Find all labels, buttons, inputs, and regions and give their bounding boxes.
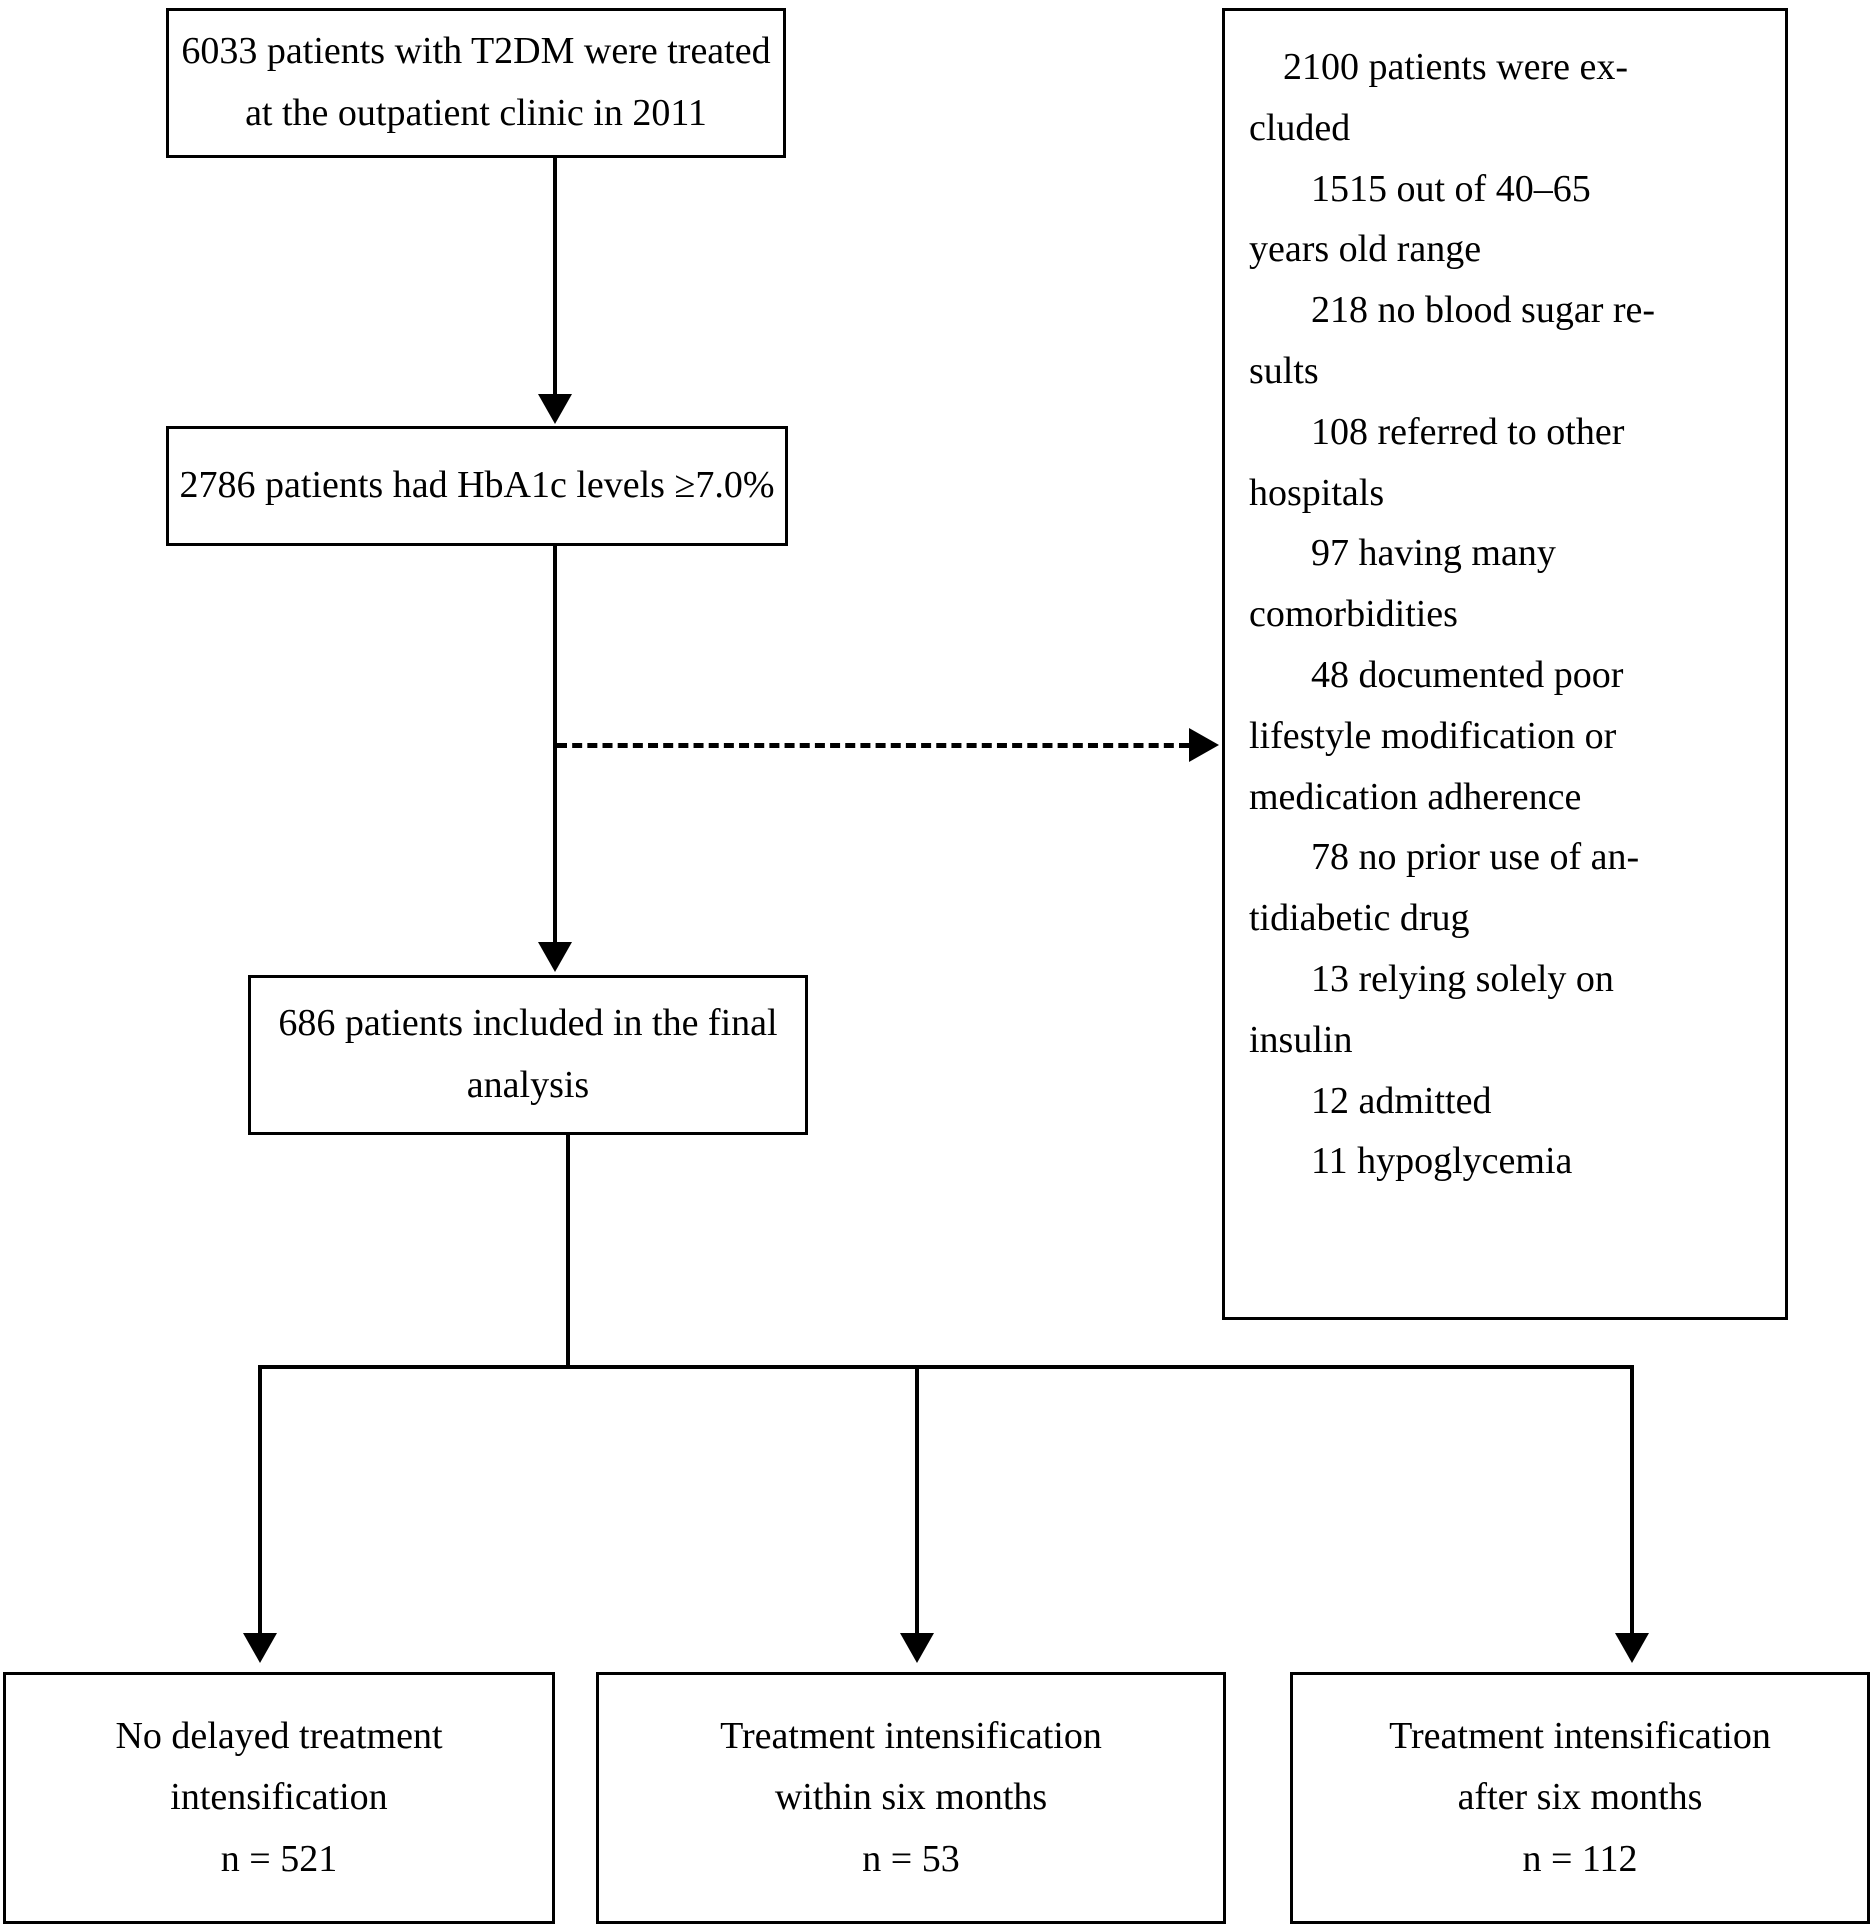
exclusion-item-6-line-2: tidiabetic drug [1249, 897, 1470, 940]
box-within-line-2: within six months [774, 1776, 1048, 1819]
exclusion-item-1-line-1: 1515 out of 40–65 [1311, 167, 1591, 210]
exclusion-item-6-line-1: 78 no prior use of an- [1311, 836, 1640, 879]
connector-source-to-hba1c-line [553, 158, 557, 396]
box-source-line-2: at the outpatient clinic in 2011 [245, 92, 707, 134]
connector-exclusions-dashed-line [557, 743, 1189, 748]
box-treatment-intensification-within-six-months: Treatment intensification within six mon… [596, 1672, 1226, 1924]
box-hba1c-eligible: 2786 patients had HbA1c levels ≥7.0% [166, 426, 788, 546]
box-after-line-2: after six months [1457, 1776, 1703, 1819]
connector-branch-middle-line [915, 1365, 919, 1635]
exclusion-heading-line-2: cluded [1249, 106, 1351, 149]
box-after-line-1: Treatment intensification [1389, 1714, 1771, 1757]
box-after-count: n = 112 [1522, 1837, 1638, 1880]
exclusion-item-4-line-1: 97 having many [1311, 532, 1556, 575]
exclusion-item-5-line-1: 48 documented poor [1311, 653, 1624, 696]
connector-branch-left-arrowhead [243, 1633, 277, 1663]
box-no-delayed-treatment-intensification: No delayed treatment intensification n =… [3, 1672, 555, 1924]
box-hba1c-line-1: 2786 patients had HbA1c levels ≥7.0% [179, 464, 775, 507]
box-final-line-1: 686 patients included in the final [278, 1002, 778, 1045]
connector-branch-middle-arrowhead [900, 1633, 934, 1663]
box-no-delay-count: n = 521 [220, 1837, 338, 1880]
exclusion-item-2-line-1: 218 no blood sugar re- [1311, 289, 1656, 332]
box-treatment-intensification-after-six-months: Treatment intensification after six mont… [1290, 1672, 1870, 1924]
exclusion-item-9-line-1: 11 hypoglycemia [1311, 1140, 1573, 1183]
exclusion-item-5-line-2: lifestyle modification or [1249, 714, 1617, 757]
exclusion-item-8-line-1: 12 admitted [1311, 1079, 1492, 1122]
box-no-delay-line-2: intensification [170, 1776, 388, 1819]
exclusion-item-3-line-1: 108 referred to other [1311, 410, 1625, 453]
connector-hba1c-to-final-line [553, 546, 557, 944]
connector-branch-right-line [1630, 1365, 1634, 1635]
exclusion-item-3-line-2: hospitals [1249, 471, 1385, 514]
exclusion-item-2-line-2: sults [1249, 349, 1319, 392]
connector-branch-right-arrowhead [1615, 1633, 1649, 1663]
exclusion-item-5-line-3: medication adherence [1249, 775, 1582, 818]
exclusion-item-1-line-2: years old range [1249, 228, 1482, 271]
connector-exclusions-arrowhead [1189, 728, 1219, 762]
panel-exclusions: 2100 patients were ex- cluded 1515 out o… [1222, 8, 1788, 1320]
box-final-analysis: 686 patients included in the final analy… [248, 975, 808, 1135]
exclusion-item-7-line-2: insulin [1249, 1018, 1353, 1061]
connector-split-bus [258, 1365, 1634, 1369]
connector-source-to-hba1c-arrowhead [538, 394, 572, 424]
connector-branch-left-line [258, 1365, 262, 1635]
connector-split-stem [566, 1135, 570, 1369]
box-within-line-1: Treatment intensification [720, 1714, 1102, 1757]
exclusion-heading-line-1: 2100 patients were ex- [1283, 46, 1629, 88]
box-source-line-1: 6033 patients with T2DM were treated [181, 30, 771, 73]
exclusion-item-4-line-2: comorbidities [1249, 593, 1458, 636]
box-within-count: n = 53 [862, 1837, 960, 1880]
exclusion-item-7-line-1: 13 relying solely on [1311, 957, 1614, 1000]
box-source-population: 6033 patients with T2DM were treated at … [166, 8, 786, 158]
connector-hba1c-to-final-arrowhead [538, 942, 572, 972]
box-final-line-2: analysis [466, 1064, 590, 1106]
box-no-delay-line-1: No delayed treatment [115, 1714, 443, 1757]
